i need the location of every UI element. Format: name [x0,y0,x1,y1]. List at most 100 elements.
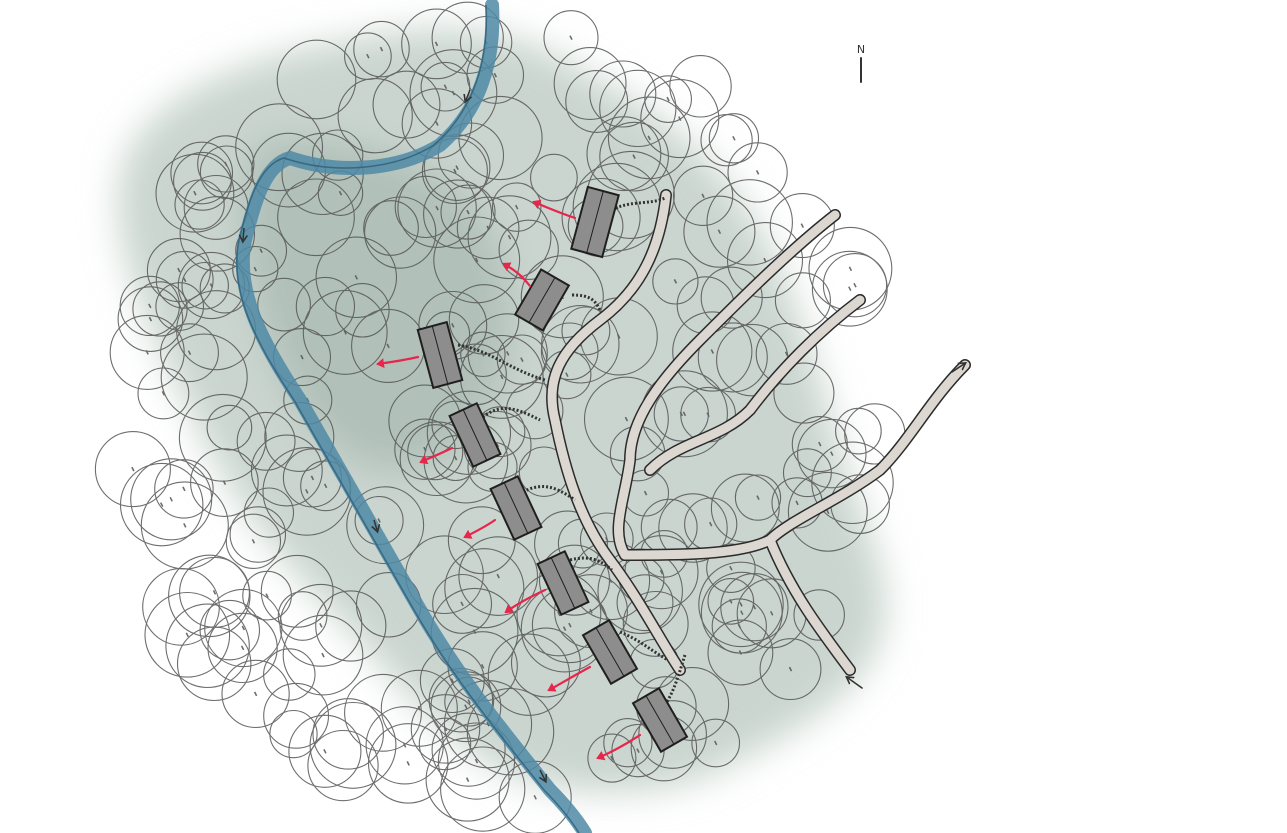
tree-trunk-mark [763,257,767,263]
tree-circle [586,116,662,192]
tree-circle [236,411,296,471]
tree-trunk-mark [159,502,164,507]
tree-circle [672,311,753,392]
tree-trunk-mark [729,599,733,604]
tree-circle [706,543,756,593]
tree-circle [312,698,384,770]
tree-trunk-mark [253,691,258,697]
tree-trunk-mark [610,755,614,761]
tree-circle [498,219,559,280]
tree-circle [444,548,525,629]
tree-trunk-mark [319,622,323,628]
trails [546,189,971,689]
tree-trunk-mark [788,666,793,672]
tree-trunk-mark [182,277,187,283]
tree-trunk-mark [472,629,477,635]
tree-circle [448,284,520,355]
tree-trunk-mark [259,248,263,254]
tree-trunk-mark [562,626,567,631]
view-arrow-8 [596,733,642,761]
tree-circle [397,168,477,248]
tree-trunk-mark [474,758,479,764]
tree-circle [288,714,362,788]
tree-circle [174,179,225,230]
tree-circle [700,114,753,167]
tree-circle [423,179,493,249]
tree-trunk-mark [310,475,315,481]
tree-circle [561,306,611,356]
tree-trunk-mark [435,121,439,126]
tree-trunk-mark [467,699,471,704]
tree-trunk-mark [464,704,468,710]
tree-circle [458,95,543,181]
tree-trunk-mark [624,416,629,422]
tree-circle [132,281,188,337]
tree-circle [401,88,473,159]
tree-circle [364,196,437,269]
tree-circle [708,113,760,164]
tree-circle [734,474,782,521]
tree-trunk-mark [185,632,190,638]
tree-trunk-mark [717,229,722,235]
tree-trunk-mark [755,170,760,175]
cabin-2 [513,268,571,332]
tree-trunk-mark [756,495,760,500]
tree-trunk-mark [434,41,439,47]
tree-circle [277,591,328,641]
tree-trunk-mark [752,604,757,610]
tree-circle [142,568,220,646]
tree-circle [622,590,689,657]
tree-trunk-mark [732,135,736,141]
tree-trunk-mark [377,518,381,523]
tree-circle [315,236,398,319]
tree-circle [117,286,184,352]
north-arrow: N [846,44,876,83]
tree-trunk-mark [505,351,510,356]
tree-trunk-mark [701,193,705,199]
tree-trunk-mark [737,623,742,629]
tree-circle [787,471,868,552]
river [235,0,592,833]
tree-trunk-mark [643,490,648,496]
tree-circle [710,473,780,543]
tree-trunk-mark [366,53,370,59]
tree-circle [160,333,248,421]
tree-circle [178,393,267,482]
tree-circle [510,627,581,698]
tree-trunk-mark [514,204,519,210]
tree-circle [616,574,674,632]
tree-trunk-mark [496,573,500,579]
tree-trunk-mark [323,748,327,754]
tree-trunk-mark [632,154,636,159]
tree-circle [260,554,334,628]
tree-circle [707,619,774,686]
tree-trunk-mark [673,279,678,284]
tree-circle [269,709,318,759]
tree-circle [711,598,767,654]
tree-circle [307,729,379,802]
tree-circle [467,313,548,394]
cabin-7 [581,618,639,686]
tree-circle [173,151,232,211]
tree-circle [315,590,387,662]
tree-trunk-mark [460,601,464,607]
tree-circle [277,178,355,257]
tree-trunk-mark [493,72,498,78]
tree-circle [565,70,629,133]
tree-circle [652,258,699,305]
tree-circle [176,626,252,702]
tree-circle [243,487,295,538]
cabins [416,185,689,754]
tree-circle [235,224,288,277]
tree-circle [207,612,278,684]
tree-trunk-mark [569,35,573,41]
tree-circle [160,323,219,383]
tree-circle [165,603,250,689]
tree-circle [431,712,506,787]
tree-trunk-mark [533,794,537,800]
tree-trunk-mark [451,323,455,328]
tree-trunk-mark [251,538,256,544]
tree-circle [505,381,564,440]
tree-circle [773,362,835,424]
tree-trunk-mark [818,441,822,447]
